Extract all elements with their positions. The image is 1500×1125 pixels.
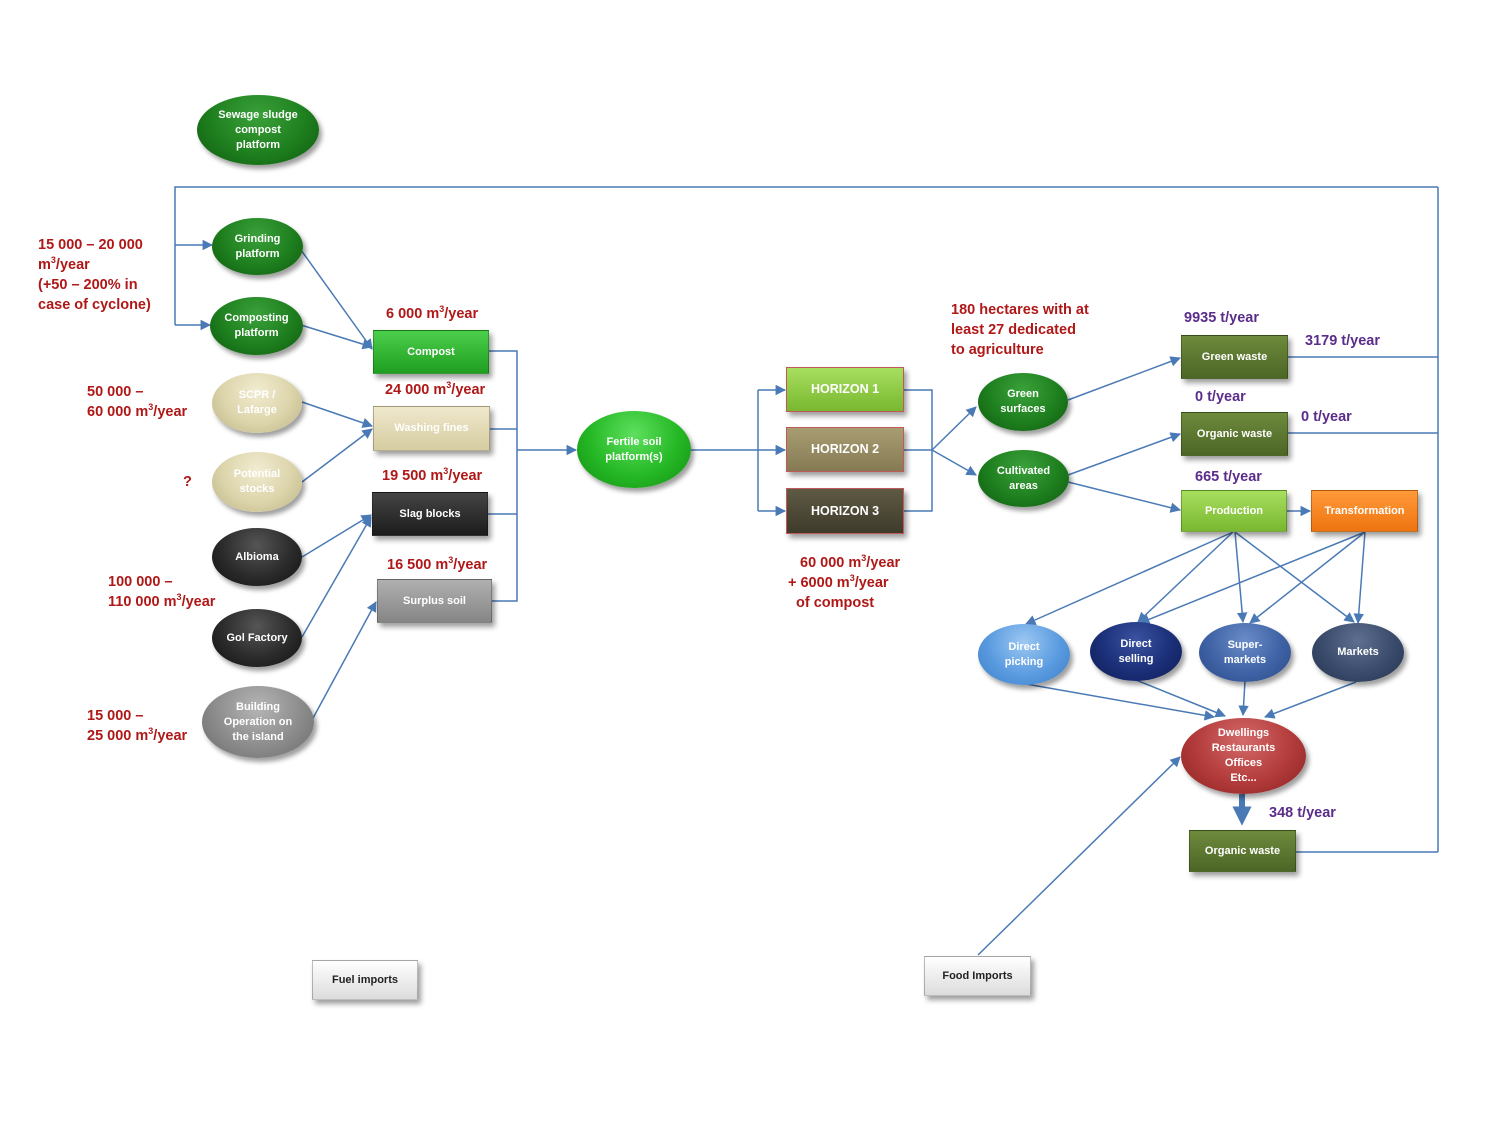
direct-picking: Direct picking xyxy=(978,624,1070,685)
horizon-qty-label: 60 000 m3/year + 6000 m3/year of compost xyxy=(788,553,901,611)
organic-in-label: 0 t/year xyxy=(1195,389,1246,405)
arrow-albioma-slag xyxy=(301,514,372,558)
grinding-input-label: 15 000 – 20 000 m3/year (+50 – 200% in c… xyxy=(38,237,151,313)
transformation-box: Transformation xyxy=(1311,490,1418,532)
arrow-building-surplus xyxy=(311,601,377,721)
arrow-to-green-surfaces xyxy=(931,406,977,451)
sewage-sludge-compost-platform: Sewage sludge compost platform xyxy=(197,95,319,165)
arrow-cultivated-production xyxy=(1067,481,1182,513)
compost-box: Compost xyxy=(373,330,489,374)
arrow-grinding-compost xyxy=(300,249,373,350)
production-box: Production xyxy=(1181,490,1287,532)
horizon-1: HORIZON 1 xyxy=(786,367,904,412)
green-waste-box: Green waste xyxy=(1181,335,1288,379)
green-surfaces: Green surfaces xyxy=(978,373,1068,431)
collector-bracket xyxy=(488,350,518,602)
food-imports-box: Food Imports xyxy=(924,956,1031,996)
dwellings-restaurants-offices: Dwellings Restaurants Offices Etc... xyxy=(1181,718,1306,794)
dwellings-out-label: 348 t/year xyxy=(1269,805,1336,821)
scpr-lafarge: SCPR / Lafarge xyxy=(212,373,302,433)
green-waste-out-label: 3179 t/year xyxy=(1305,333,1380,349)
fertile-soil-platform: Fertile soil platform(s) xyxy=(577,411,691,488)
arrow-cultivated-organic xyxy=(1067,432,1181,476)
albioma: Albioma xyxy=(212,528,302,586)
green-waste-in-label: 9935 t/year xyxy=(1184,310,1259,326)
washing-qty-label: 24 000 m3/year xyxy=(385,380,486,398)
direct-selling: Direct selling xyxy=(1090,622,1182,681)
potential-input-label: ? xyxy=(183,474,192,490)
gol-factory: Gol Factory xyxy=(212,609,302,667)
fuel-imports-box: Fuel imports xyxy=(312,960,418,1000)
organic-waste-box-2: Organic waste xyxy=(1189,830,1296,872)
washing-fines-box: Washing fines xyxy=(373,406,490,451)
slag-qty-label: 19 500 m3/year xyxy=(382,466,483,484)
organic-waste-box-1: Organic waste xyxy=(1181,412,1288,456)
horizon-2: HORIZON 2 xyxy=(786,427,904,472)
scpr-input-label: 50 000 – 60 000 m3/year xyxy=(87,384,188,420)
slag-blocks-box: Slag blocks xyxy=(372,492,488,536)
arrow-gol-slag xyxy=(301,516,372,638)
arrow-food-imports xyxy=(977,756,1181,956)
arrow-potential-washing xyxy=(301,428,373,483)
arrow-to-cultivated xyxy=(931,449,977,476)
potential-stocks: Potential stocks xyxy=(212,452,302,512)
supermarkets: Super-markets xyxy=(1199,623,1291,682)
organic-out-label: 0 t/year xyxy=(1301,409,1352,425)
cultivated-areas: Cultivated areas xyxy=(978,450,1069,507)
composting-platform: Composting platform xyxy=(210,297,303,355)
horizon-3: HORIZON 3 xyxy=(786,488,904,534)
return-loop-line xyxy=(174,186,1438,325)
hectares-label: 180 hectares with at least 27 dedicated … xyxy=(951,302,1089,358)
arrow-scpr-washing xyxy=(301,401,373,428)
compost-qty-label: 6 000 m3/year xyxy=(386,304,479,322)
grinding-platform: Grinding platform xyxy=(212,218,303,275)
arrow-green-surfaces-waste xyxy=(1067,356,1181,401)
surplus-qty-label: 16 500 m3/year xyxy=(387,555,488,573)
albioma-input-label: 100 000 – 110 000 m3/year xyxy=(108,574,216,610)
markets: Markets xyxy=(1312,623,1404,682)
building-input-label: 15 000 – 25 000 m3/year xyxy=(87,708,188,744)
building-operation: Building Operation on the island xyxy=(202,686,314,758)
surplus-soil-box: Surplus soil xyxy=(377,579,492,623)
production-qty-label: 665 t/year xyxy=(1195,469,1262,485)
arrow-composting-compost xyxy=(300,324,374,350)
